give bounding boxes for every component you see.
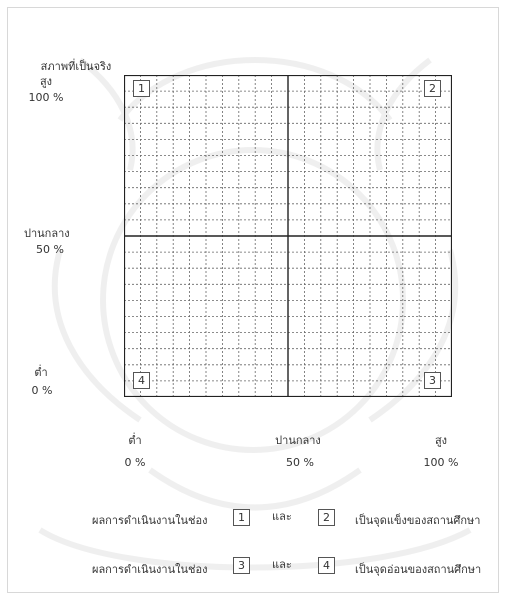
y-axis-title: สภาพที่เป็นจริง xyxy=(26,60,126,73)
y-low-label: ต่ำ xyxy=(26,366,56,379)
matrix-grid xyxy=(124,75,452,397)
quadrant-1-label: 1 xyxy=(133,80,150,97)
x-mid-label: ปานกลาง xyxy=(263,434,333,447)
x-low-value: 0 % xyxy=(115,456,155,469)
y-high-label: สูง xyxy=(26,75,66,88)
y-high-value: 100 % xyxy=(26,91,66,104)
legend-row2-prefix: ผลการดำเนินงานในช่อง xyxy=(92,563,207,576)
quadrant-3-label: 3 xyxy=(424,372,441,389)
x-high-label: สูง xyxy=(421,434,461,447)
legend-row1-suffix: เป็นจุดแข็งของสถานศึกษา xyxy=(355,514,480,527)
legend-row2-suffix: เป็นจุดอ่อนของสถานศึกษา xyxy=(355,563,481,576)
quadrant-4-label: 4 xyxy=(133,372,150,389)
quadrant-2-label: 2 xyxy=(424,80,441,97)
x-low-label: ต่ำ xyxy=(115,434,155,447)
legend-row1-prefix: ผลการดำเนินงานในช่อง xyxy=(92,514,207,527)
legend-row2-box-b: 4 xyxy=(318,557,335,574)
x-high-value: 100 % xyxy=(416,456,466,469)
legend-row2-box-a: 3 xyxy=(233,557,250,574)
x-mid-value: 50 % xyxy=(275,456,325,469)
y-mid-value: 50 % xyxy=(30,243,70,256)
legend-row1-conjunction: และ xyxy=(272,510,292,523)
legend-row1-box-a: 1 xyxy=(233,509,250,526)
y-low-value: 0 % xyxy=(22,384,62,397)
y-mid-label: ปานกลาง xyxy=(24,227,70,240)
legend-row2-conjunction: และ xyxy=(272,558,292,571)
legend-row1-box-b: 2 xyxy=(318,509,335,526)
